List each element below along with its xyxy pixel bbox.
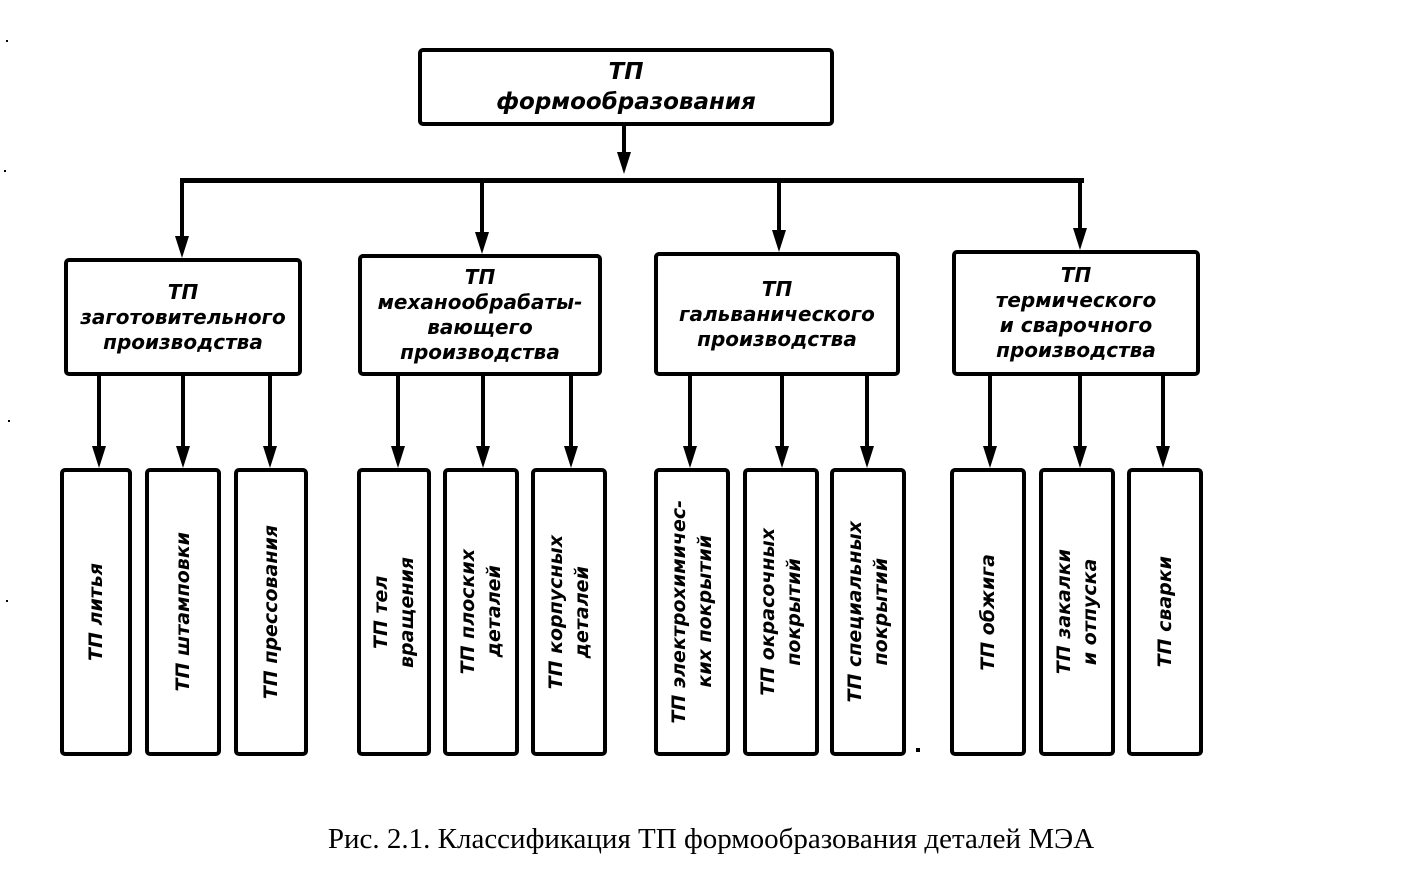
leaf-arrow-icon <box>263 446 277 468</box>
leaf-node-label: ТП специальных покрытий <box>844 521 892 703</box>
scan-speck <box>4 170 6 172</box>
category-connector <box>777 180 781 232</box>
leaf-connector <box>181 374 185 448</box>
leaf-connector <box>396 374 400 448</box>
leaf-arrow-icon <box>1156 446 1170 468</box>
root-connector <box>622 124 626 158</box>
scan-speck <box>916 748 920 752</box>
leaf-node-label: ТП литья <box>85 563 107 661</box>
leaf-node: ТП корпусных деталей <box>531 468 607 756</box>
leaf-connector <box>268 374 272 448</box>
leaf-connector <box>97 374 101 448</box>
category-node: ТП гальванического производства <box>654 252 900 376</box>
leaf-node-label: ТП сварки <box>1154 556 1176 668</box>
leaf-node-label: ТП закалки и отпуска <box>1053 549 1101 675</box>
category-connector <box>180 180 184 238</box>
category-arrow-icon <box>772 230 786 252</box>
leaf-node: ТП закалки и отпуска <box>1039 468 1115 756</box>
leaf-connector <box>569 374 573 448</box>
root-node-label: ТП формообразования <box>496 59 756 115</box>
scan-speck <box>8 420 10 422</box>
leaf-node: ТП электрохимичес- ких покрытий <box>654 468 730 756</box>
category-arrow-icon <box>175 236 189 258</box>
category-arrow-icon <box>1073 228 1087 250</box>
category-node-label: ТП механообрабаты- вающего производства <box>377 265 583 364</box>
leaf-connector <box>780 374 784 448</box>
leaf-node: ТП окрасочных покрытий <box>743 468 819 756</box>
leaf-node-label: ТП плоских деталей <box>457 549 505 675</box>
leaf-arrow-icon <box>983 446 997 468</box>
leaf-node: ТП сварки <box>1127 468 1203 756</box>
leaf-connector <box>688 374 692 448</box>
leaf-arrow-icon <box>391 446 405 468</box>
leaf-node-label: ТП прессования <box>260 524 282 700</box>
category-arrow-icon <box>475 232 489 254</box>
leaf-node-label: ТП обжига <box>977 553 999 671</box>
leaf-arrow-icon <box>92 446 106 468</box>
scan-speck <box>6 600 8 602</box>
leaf-connector <box>481 374 485 448</box>
leaf-arrow-icon <box>860 446 874 468</box>
category-node: ТП механообрабаты- вающего производства <box>358 254 602 376</box>
leaf-arrow-icon <box>775 446 789 468</box>
category-bus <box>180 178 1084 183</box>
category-node-label: ТП заготовительного производства <box>80 279 286 354</box>
leaf-node: ТП штамповки <box>145 468 221 756</box>
root-arrow-icon <box>617 152 631 174</box>
leaf-arrow-icon <box>564 446 578 468</box>
leaf-node: ТП специальных покрытий <box>830 468 906 756</box>
category-node: ТП заготовительного производства <box>64 258 302 376</box>
leaf-node-label: ТП штамповки <box>172 532 194 692</box>
leaf-connector <box>1078 374 1082 448</box>
leaf-node: ТП литья <box>60 468 132 756</box>
root-node: ТП формообразования <box>418 48 834 126</box>
leaf-connector <box>865 374 869 448</box>
leaf-node: ТП тел вращения <box>357 468 431 756</box>
leaf-connector <box>1161 374 1165 448</box>
leaf-connector <box>988 374 992 448</box>
leaf-node-label: ТП окрасочных покрытий <box>757 528 805 696</box>
leaf-node: ТП прессования <box>234 468 308 756</box>
category-node-label: ТП термического и сварочного производств… <box>995 263 1157 362</box>
leaf-arrow-icon <box>176 446 190 468</box>
leaf-node-label: ТП корпусных деталей <box>545 534 593 690</box>
leaf-node: ТП обжига <box>950 468 1026 756</box>
figure-caption: Рис. 2.1. Классификация ТП формообразова… <box>327 823 1095 855</box>
category-node: ТП термического и сварочного производств… <box>952 250 1200 376</box>
leaf-arrow-icon <box>683 446 697 468</box>
leaf-node: ТП плоских деталей <box>443 468 519 756</box>
category-node-label: ТП гальванического производства <box>679 276 875 351</box>
scan-speck <box>6 40 8 42</box>
leaf-arrow-icon <box>1073 446 1087 468</box>
category-connector <box>480 180 484 234</box>
category-connector <box>1078 180 1082 230</box>
leaf-node-label: ТП электрохимичес- ких покрытий <box>668 500 716 724</box>
leaf-arrow-icon <box>476 446 490 468</box>
leaf-node-label: ТП тел вращения <box>370 556 418 668</box>
